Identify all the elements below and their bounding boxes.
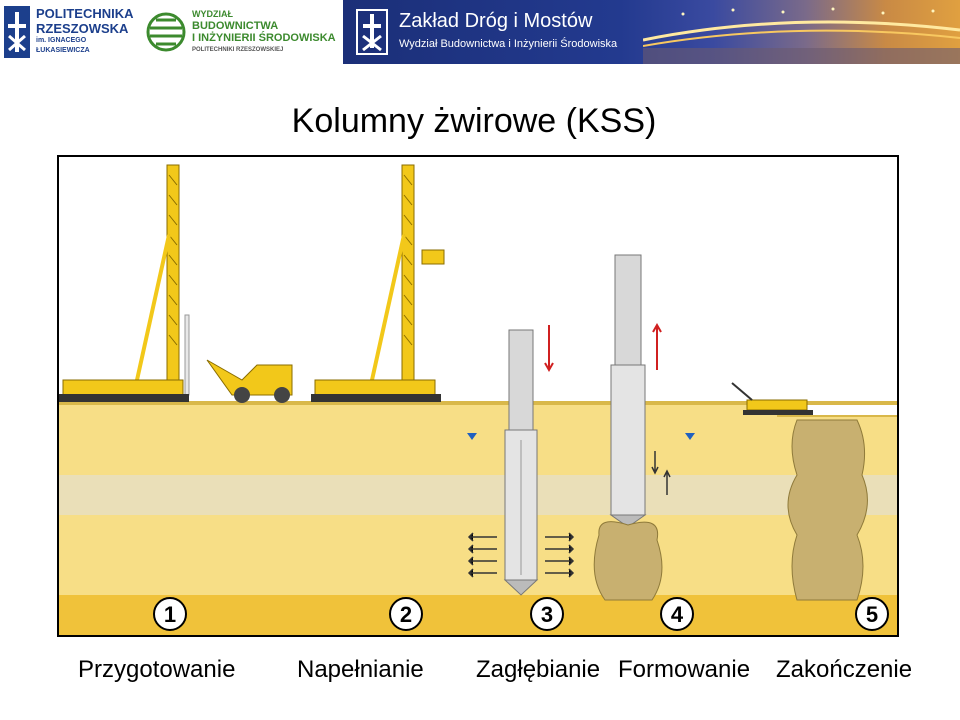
gravel-column-diagram: 1 2 3 4 5 <box>57 155 899 637</box>
sand-layer <box>59 515 897 595</box>
finished-gravel-column <box>787 419 868 601</box>
department-crest-icon <box>356 9 388 55</box>
vibro-rig-2 <box>311 164 445 402</box>
stage-number-1: 1 <box>153 597 187 631</box>
faculty-globe-icon <box>146 12 186 52</box>
university-name-line3: im. IGNACEGO ŁUKASIEWICZA <box>36 37 90 54</box>
down-arrow-icon <box>544 325 554 373</box>
svg-text:2: 2 <box>400 602 412 627</box>
slide-title: Kolumny żwirowe (KSS) <box>0 102 960 141</box>
clay-layer <box>59 475 897 515</box>
university-name-line1: POLITECHNIKA <box>36 6 134 21</box>
stage-number-5: 5 <box>855 597 889 631</box>
stage-label-zaglebianie: Zagłębianie <box>476 656 601 683</box>
stage-label-formowanie: Formowanie <box>618 656 751 683</box>
department-banner: Zakład Dróg i Mostów Wydział Budownictwa… <box>343 0 960 64</box>
svg-text:3: 3 <box>541 602 553 627</box>
faculty-name-line2: BUDOWNICTWA <box>192 20 279 32</box>
stage-number-2: 2 <box>389 597 423 631</box>
bearing-layer <box>59 595 897 635</box>
svg-text:4: 4 <box>671 602 684 627</box>
faculty-name-line3: I INŻYNIERII ŚRODOWISKA <box>192 32 336 44</box>
faculty-name-line1: WYDZIAŁ <box>192 9 233 19</box>
svg-text:5: 5 <box>866 602 878 627</box>
stage-label-napelnianie: Napełnianie <box>297 656 424 683</box>
wheel-loader <box>206 359 293 403</box>
faculty-name-line4: POLITECHNIKI RZESZOWSKIEJ <box>192 47 284 53</box>
faculty-logo: WYDZIAŁ BUDOWNICTWA I INŻYNIERII ŚRODOWI… <box>140 0 340 64</box>
ground-line <box>59 401 897 405</box>
water-table-marker-2 <box>685 433 695 440</box>
stage-label-przygotowanie: Przygotowanie <box>78 656 236 683</box>
header: POLITECHNIKA RZESZOWSKA im. IGNACEGO ŁUK… <box>0 0 960 64</box>
vibroflot-stage-4 <box>593 254 663 601</box>
stage-number-4: 4 <box>660 597 694 631</box>
bridge-photo <box>643 7 960 64</box>
crawler-crane <box>731 382 813 415</box>
vibroflot-stage-3 <box>503 329 539 596</box>
water-table-marker-1 <box>467 433 477 440</box>
stage-number-3: 3 <box>530 597 564 631</box>
slide-title-text: Kolumny żwirowe (KSS) <box>291 102 657 140</box>
banner-title: Zakład Dróg i Mostów <box>399 10 593 32</box>
university-name-line2: RZESZOWSKA <box>36 21 129 36</box>
university-logo: POLITECHNIKA RZESZOWSKA im. IGNACEGO ŁUK… <box>0 0 135 64</box>
lateral-arrows-icon <box>467 532 575 578</box>
up-arrow-icon <box>652 322 662 370</box>
up-down-arrows-icon <box>651 451 671 495</box>
university-crest-icon <box>4 6 30 58</box>
banner-subtitle: Wydział Budownictwa i Inżynierii Środowi… <box>399 38 618 50</box>
stage-label-zakonczenie: Zakończenie <box>776 656 913 683</box>
vibro-rig-1 <box>59 164 190 402</box>
svg-text:1: 1 <box>164 602 176 627</box>
